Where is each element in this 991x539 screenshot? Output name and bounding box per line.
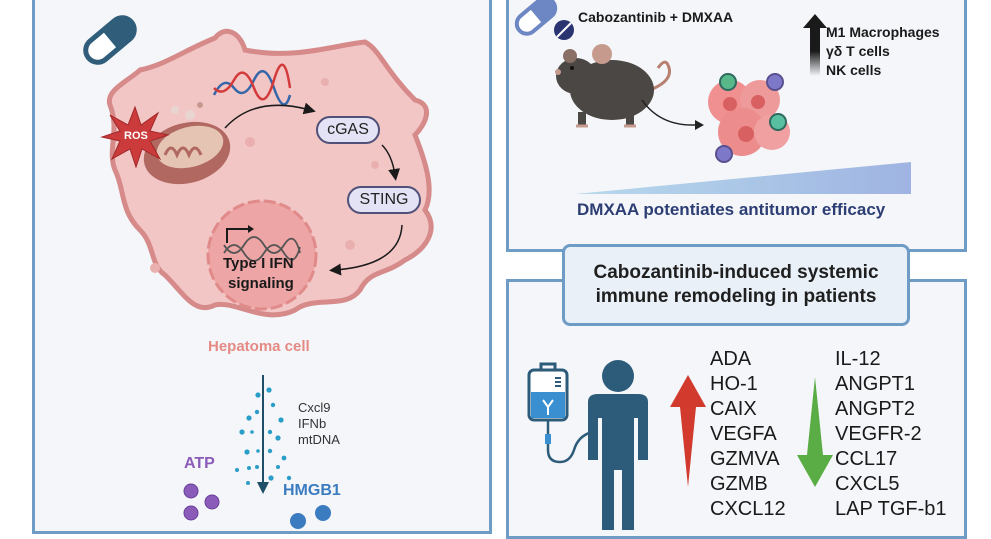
atp-molecules <box>183 483 220 521</box>
up-gene: CXCL12 <box>710 498 786 520</box>
down-gene: LAP TGF-b1 <box>835 498 947 520</box>
efficacy-label: DMXAA potentiates antitumor efficacy <box>577 200 886 219</box>
dna-icon <box>212 63 292 106</box>
nucleus-label-line2: signaling <box>228 275 294 292</box>
up-gene: GZMB <box>710 473 768 495</box>
patient-figure-icon <box>588 360 648 530</box>
title-line1: Cabozantinib-induced systemic <box>593 262 879 283</box>
treatment-label: Cabozantinib + DMXAA <box>578 9 734 25</box>
upregulated-arrow-icon <box>670 375 706 487</box>
drug-pills-icon <box>514 0 574 40</box>
up-gene: VEGFA <box>710 423 777 445</box>
pill-icon <box>83 15 137 65</box>
up-gene: CAIX <box>710 398 757 420</box>
nucleus-label-line1: Type I IFN <box>223 255 294 272</box>
down-gene: IL-12 <box>835 348 881 370</box>
down-gene: VEGFR-2 <box>835 423 922 445</box>
increased-cell-m1: M1 Macrophages <box>826 24 940 40</box>
ros-label: ROS <box>124 130 148 142</box>
mouse-icon <box>555 44 671 128</box>
mouse-to-tumor-arrow <box>641 99 704 130</box>
up-gene: GZMVA <box>710 448 780 470</box>
secreted-cxcl9: Cxcl9 <box>298 400 331 415</box>
downregulated-arrow-icon <box>797 377 833 487</box>
secretion-arrow <box>235 375 292 494</box>
pathway-arrows <box>224 102 403 276</box>
sting-node: STING <box>347 186 421 214</box>
secreted-mtdna: mtDNA <box>298 432 340 447</box>
mitochondrion-icon <box>143 102 231 185</box>
tumor-icon <box>708 73 790 163</box>
increase-arrow-icon <box>803 14 827 76</box>
hmgb1-molecules <box>290 505 331 529</box>
ros-burst-icon <box>100 105 170 169</box>
up-gene: HO-1 <box>710 373 758 395</box>
efficacy-gradient-wedge <box>575 162 911 194</box>
iv-bag-icon <box>527 362 593 464</box>
cgas-node: cGAS <box>316 116 380 144</box>
down-gene: ANGPT1 <box>835 373 916 395</box>
down-gene: CCL17 <box>835 448 898 470</box>
up-gene: ADA <box>710 348 752 370</box>
hepatoma-cell <box>106 28 434 318</box>
down-gene: CXCL5 <box>835 473 900 495</box>
increased-cell-nk: NK cells <box>826 62 882 78</box>
atp-label: ATP <box>184 455 215 472</box>
secreted-ifnb: IFNb <box>298 416 327 431</box>
title-line2: immune remodeling in patients <box>595 286 877 307</box>
nucleus <box>206 199 318 311</box>
hmgb1-label: HMGB1 <box>283 482 341 499</box>
down-gene: ANGPT2 <box>835 398 916 420</box>
increased-cell-gd-t: γδ T cells <box>826 43 890 59</box>
patient-panel-title: Cabozantinib-induced systemic immune rem… <box>562 244 910 326</box>
cell-label: Hepatoma cell <box>208 338 310 355</box>
